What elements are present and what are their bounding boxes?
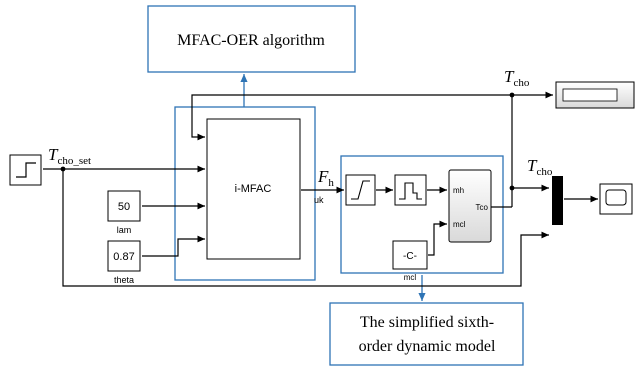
plant-subsystem-outline	[340, 155, 504, 274]
signal-t-cho-top: Tcho	[504, 67, 530, 89]
plant-subsystem-block[interactable]: mh mcl Tco	[448, 169, 492, 243]
signal-t-cho-right: Tcho	[527, 156, 553, 178]
feedback-wire	[191, 94, 512, 141]
theta-label: theta	[114, 275, 134, 285]
plant-port-mh: mh	[453, 186, 464, 195]
display-icon	[562, 88, 618, 102]
mux-block[interactable]	[552, 176, 563, 225]
mcl-constant-label: mcl	[404, 273, 417, 282]
lam-constant-block[interactable]: 50 lam	[107, 190, 141, 235]
theta-wire	[142, 235, 205, 257]
scope-icon	[605, 189, 627, 206]
scope-block[interactable]	[599, 183, 633, 215]
saturation-block[interactable]	[345, 174, 376, 206]
step-source-icon	[16, 162, 36, 178]
setpoint-to-mux-wire	[62, 169, 549, 287]
algorithm-box-label: MFAC-OER algorithm	[177, 32, 325, 49]
imfac-controller-block[interactable]: i-MFAC	[206, 118, 301, 260]
plant-port-tco: Tco	[476, 203, 489, 212]
signal-t-cho-set: Tcho_set	[48, 145, 91, 167]
controller-subsystem-outline	[174, 106, 316, 281]
signal-fh: Fh	[317, 167, 334, 189]
pulse-icon	[399, 182, 422, 200]
lam-label: lam	[117, 225, 132, 235]
mcl-constant-block[interactable]: -C- mcl	[392, 240, 428, 282]
model-box-line1: The simplified sixth-	[360, 314, 494, 331]
plant-port-mcl: mcl	[453, 220, 466, 229]
theta-value: 0.87	[113, 251, 134, 263]
display-block[interactable]	[555, 81, 635, 109]
lam-value: 50	[118, 201, 130, 213]
controller-output-port: uk	[314, 195, 324, 205]
constant-to-plant-wire	[428, 220, 447, 256]
controller-label: i-MFAC	[235, 183, 272, 195]
model-box-line2: order dynamic model	[359, 338, 496, 355]
mfac-oer-algorithm-box: MFAC-OER algorithm	[147, 5, 356, 73]
saturation-icon	[351, 180, 370, 200]
mcl-constant-value: -C-	[403, 251, 417, 262]
pulse-block[interactable]	[394, 174, 427, 206]
theta-constant-block[interactable]: 0.87 theta	[107, 240, 141, 285]
sixth-order-model-box: The simplified sixth- order dynamic mode…	[329, 302, 524, 366]
step-source-block[interactable]	[9, 154, 42, 186]
